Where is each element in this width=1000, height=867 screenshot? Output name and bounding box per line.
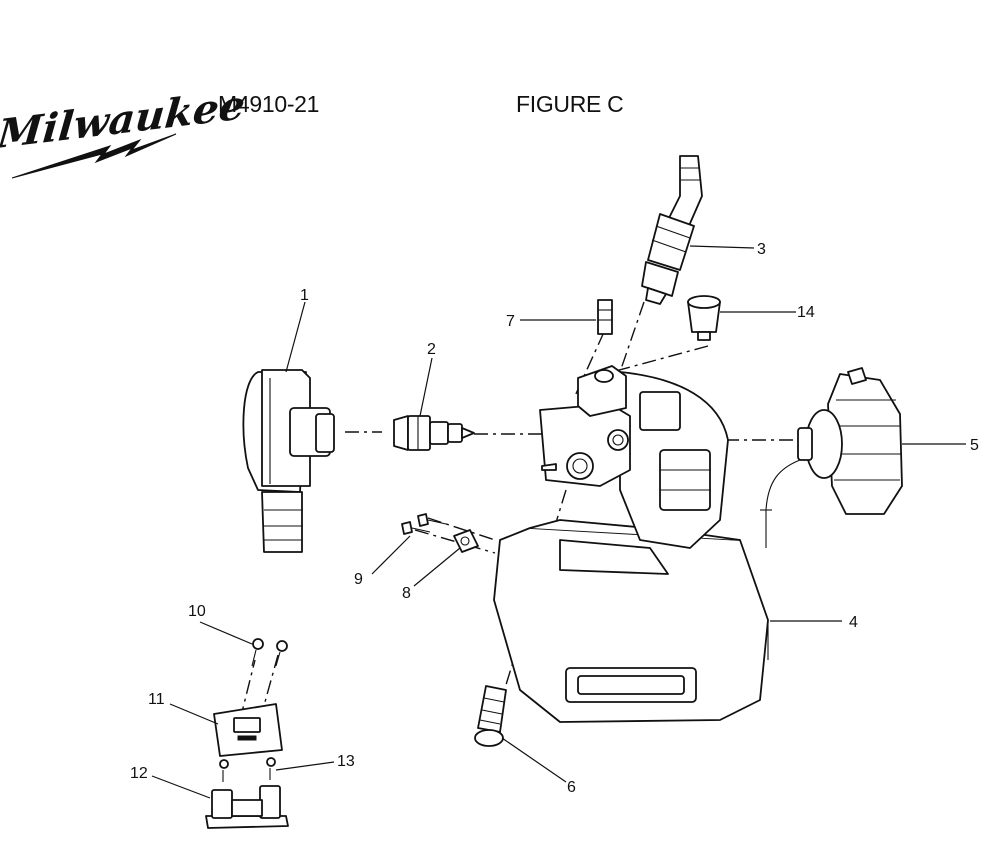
callout-7: 7 xyxy=(506,313,515,330)
part-10-13-board-assembly xyxy=(205,638,289,829)
callout-1: 1 xyxy=(300,287,309,304)
lightning-bolt-icon xyxy=(11,133,177,179)
pump-head xyxy=(539,365,631,487)
callout-14: 14 xyxy=(797,304,815,321)
callout-11: 11 xyxy=(148,691,165,708)
brand-logo: Milwaukee xyxy=(0,81,247,179)
callout-12: 12 xyxy=(130,765,148,782)
part-4-pump-body xyxy=(493,371,769,723)
callout-10: 10 xyxy=(188,603,206,620)
part-6-drain-fitting xyxy=(474,685,507,747)
callout-4: 4 xyxy=(849,614,858,631)
callout-9: 9 xyxy=(354,571,363,588)
part-14-cap xyxy=(687,295,721,341)
callout-labels: 1 2 3 4 5 6 7 8 9 10 11 12 13 14 xyxy=(130,241,979,796)
callout-3: 3 xyxy=(757,241,766,258)
callout-8: 8 xyxy=(402,585,411,602)
model-number: M4910-21 xyxy=(218,91,320,117)
callout-2: 2 xyxy=(427,341,436,358)
part-8-9-screws xyxy=(401,513,479,553)
callout-13: 13 xyxy=(337,753,355,770)
part-5-knob xyxy=(760,367,903,548)
callout-6: 6 xyxy=(567,779,576,796)
figure-title: FIGURE C xyxy=(516,91,624,117)
leader-lines xyxy=(151,245,966,799)
part-2-fitting xyxy=(393,415,475,451)
part-3-elbow-fitting xyxy=(641,155,703,305)
part-7-nipple xyxy=(597,299,613,335)
part-1-shroud xyxy=(242,369,335,553)
callout-5: 5 xyxy=(970,437,979,454)
